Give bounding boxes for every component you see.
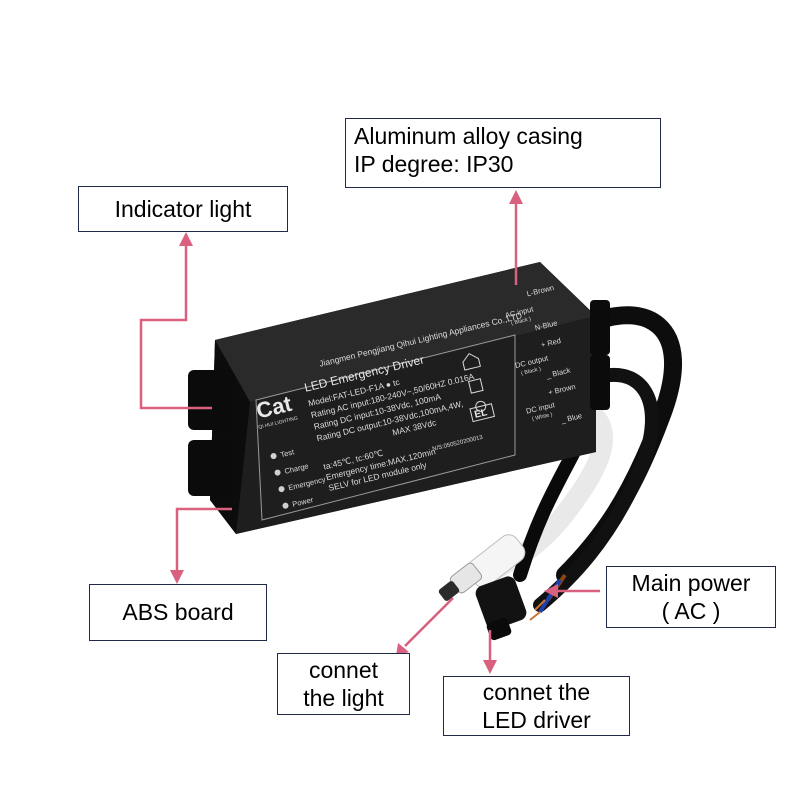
thermal-icon bbox=[475, 400, 487, 412]
dc-connector-black bbox=[475, 576, 527, 641]
callout-arrows bbox=[139, 190, 600, 674]
connet-light-line-1: connet bbox=[308, 657, 379, 683]
ac-sub-label: ( Black ) bbox=[511, 316, 532, 327]
abs-board-text: ABS board bbox=[122, 599, 234, 625]
callout-indicator-light: Indicator light bbox=[78, 186, 288, 232]
callout-connet-driver: connet the LED driver bbox=[443, 676, 630, 736]
connet-light-line-2: the light bbox=[303, 685, 384, 711]
main-power-line-2: ( AC ) bbox=[661, 598, 721, 624]
indoor-icon bbox=[462, 352, 481, 371]
indicator-light-text: Indicator light bbox=[114, 196, 252, 222]
connet-driver-line-1: connet the bbox=[482, 679, 591, 705]
callout-main-power: Main power ( AC ) bbox=[606, 566, 776, 628]
status-light-test: Test bbox=[279, 447, 295, 459]
casing-line-2: IP degree: IP30 bbox=[354, 151, 514, 177]
dcin-sub-label: ( White ) bbox=[532, 412, 554, 423]
dcout-sub-label: ( Black ) bbox=[521, 366, 542, 377]
dc-connector-white bbox=[438, 534, 526, 601]
el-mark: EL bbox=[473, 407, 488, 421]
driver-casing bbox=[188, 262, 610, 534]
callout-casing: Aluminum alloy casing IP degree: IP30 bbox=[345, 118, 661, 188]
callout-connet-light: connet the light bbox=[277, 653, 410, 715]
connet-driver-line-2: LED driver bbox=[482, 707, 591, 733]
class-icon bbox=[467, 378, 484, 394]
casing-line-1: Aluminum alloy casing bbox=[354, 123, 583, 149]
callout-abs-board: ABS board bbox=[89, 584, 267, 641]
main-power-line-1: Main power bbox=[631, 570, 751, 596]
